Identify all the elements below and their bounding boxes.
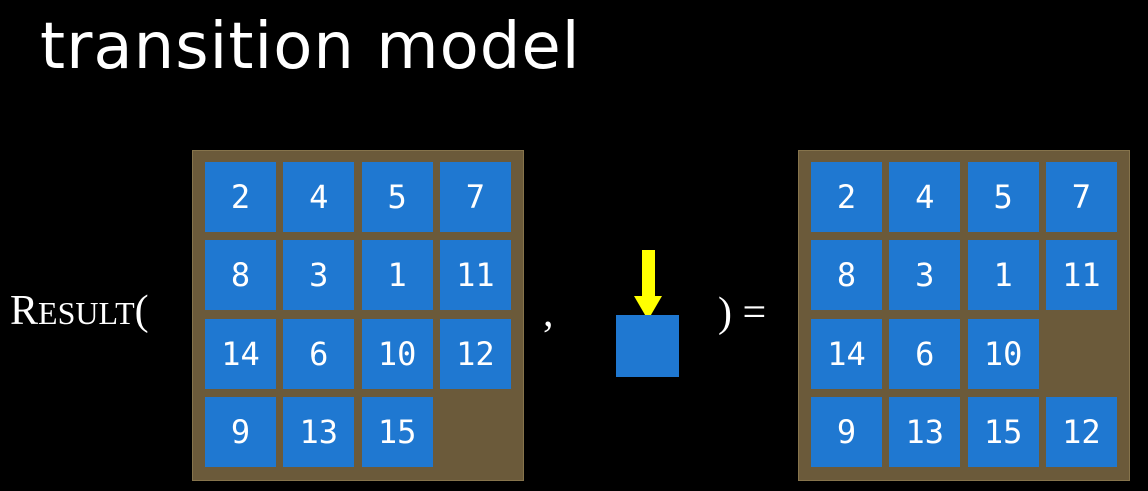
- puzzle-tile: 2: [205, 162, 276, 232]
- puzzle-tile: 5: [967, 162, 1039, 232]
- puzzle-tile: 3: [889, 240, 961, 311]
- puzzle-tile: 6: [889, 318, 961, 389]
- puzzle-tile: 6: [283, 318, 355, 389]
- puzzle-tile: 7: [439, 162, 511, 232]
- result-function-label: RESULT(: [10, 290, 149, 332]
- puzzle-tile: 12: [439, 318, 511, 389]
- puzzle-tile: 9: [811, 396, 882, 467]
- puzzle-tile: 14: [811, 318, 882, 389]
- puzzle-tile: 5: [361, 162, 433, 232]
- argument-separator: ,: [543, 290, 554, 336]
- puzzle-tile: 4: [889, 162, 961, 232]
- puzzle-tile: 15: [967, 396, 1039, 467]
- page-title: transition model: [40, 10, 581, 84]
- puzzle-tile: 2: [811, 162, 882, 232]
- puzzle-tile: 7: [1045, 162, 1117, 232]
- puzzle-tile: 11: [1045, 240, 1117, 311]
- result-initial: R: [10, 288, 39, 334]
- puzzle-tile: 13: [283, 396, 355, 467]
- puzzle-tile: 15: [361, 396, 433, 467]
- open-paren: (: [134, 288, 149, 334]
- puzzle-tile: 8: [205, 240, 276, 311]
- puzzle-tile: 13: [889, 396, 961, 467]
- puzzle-tile: 1: [361, 240, 433, 311]
- close-paren-equals: ) =: [718, 290, 767, 336]
- puzzle-tile: 1: [967, 240, 1039, 311]
- puzzle-tile: 9: [205, 396, 276, 467]
- down-arrow-icon: [634, 250, 662, 320]
- puzzle-tile: 11: [439, 240, 511, 311]
- blank-tile-icon: [616, 315, 679, 377]
- puzzle-tile: 10: [967, 318, 1039, 389]
- puzzle-tile: 8: [811, 240, 882, 311]
- puzzle-tile: 3: [283, 240, 355, 311]
- puzzle-tile: 4: [283, 162, 355, 232]
- puzzle-tile: 12: [1045, 396, 1117, 467]
- action-move-down: [616, 250, 679, 377]
- result-rest: ESULT: [38, 295, 135, 331]
- puzzle-tile: 10: [361, 318, 433, 389]
- puzzle-tile: 14: [205, 318, 276, 389]
